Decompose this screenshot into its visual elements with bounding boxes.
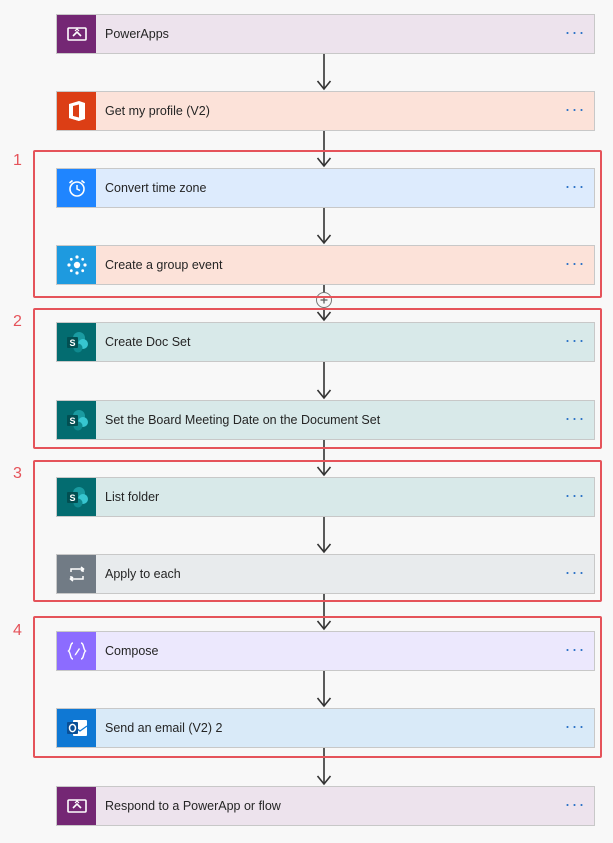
sharepoint-icon: S <box>57 323 96 361</box>
more-options-button[interactable]: ··· <box>564 639 586 659</box>
step-card-set-board-meeting-date[interactable]: S Set the Board Meeting Date on the Docu… <box>56 400 595 440</box>
connector-arrow <box>316 131 332 168</box>
step-card-list-folder[interactable]: S List folder ··· <box>56 477 595 517</box>
step-card-convert-time-zone[interactable]: Convert time zone ··· <box>56 168 595 208</box>
step-card-send-email[interactable]: Send an email (V2) 2 ··· <box>56 708 595 748</box>
more-options-button[interactable]: ··· <box>564 716 586 736</box>
step-label: List folder <box>105 490 160 504</box>
connector-arrow <box>316 748 332 786</box>
plus-icon <box>320 296 328 304</box>
group-number-3: 3 <box>13 465 22 482</box>
compose-icon <box>57 632 96 670</box>
more-options-button[interactable]: ··· <box>564 794 586 814</box>
step-label: Get my profile (V2) <box>105 104 210 118</box>
sharepoint-icon: S <box>57 401 96 439</box>
more-options-button[interactable]: ··· <box>564 485 586 505</box>
step-card-get-my-profile[interactable]: Get my profile (V2) ··· <box>56 91 595 131</box>
powerapps-icon <box>57 15 96 53</box>
step-label: Convert time zone <box>105 181 207 195</box>
step-card-create-group-event[interactable]: Create a group event ··· <box>56 245 595 285</box>
step-label: Create a group event <box>105 258 223 272</box>
svg-text:S: S <box>69 493 75 503</box>
more-options-button[interactable]: ··· <box>564 562 586 582</box>
group-number-1: 1 <box>13 152 22 169</box>
connector-arrow <box>316 594 332 631</box>
svg-text:S: S <box>69 416 75 426</box>
step-label: Send an email (V2) 2 <box>105 721 223 735</box>
step-label: Set the Board Meeting Date on the Docume… <box>105 413 381 427</box>
more-options-button[interactable]: ··· <box>564 99 586 119</box>
group-event-icon <box>57 246 96 284</box>
step-label: PowerApps <box>105 27 169 41</box>
step-card-apply-to-each[interactable]: Apply to each ··· <box>56 554 595 594</box>
svg-text:S: S <box>69 338 75 348</box>
step-label: Compose <box>105 644 159 658</box>
more-options-button[interactable]: ··· <box>564 176 586 196</box>
step-card-create-doc-set[interactable]: S Create Doc Set ··· <box>56 322 595 362</box>
step-card-respond-to-powerapp[interactable]: Respond to a PowerApp or flow ··· <box>56 786 595 826</box>
step-label: Apply to each <box>105 567 181 581</box>
step-label: Create Doc Set <box>105 335 191 349</box>
connector-arrow <box>316 440 332 477</box>
group-number-4: 4 <box>13 622 22 639</box>
insert-step-button[interactable] <box>316 292 332 308</box>
more-options-button[interactable]: ··· <box>564 408 586 428</box>
group-number-2: 2 <box>13 313 22 330</box>
connector-arrow <box>316 671 332 708</box>
outlook-icon <box>57 709 96 747</box>
connector-arrow <box>316 517 332 554</box>
loop-icon <box>57 555 96 593</box>
more-options-button[interactable]: ··· <box>564 330 586 350</box>
step-label: Respond to a PowerApp or flow <box>105 799 281 813</box>
more-options-button[interactable]: ··· <box>564 253 586 273</box>
connector-arrow <box>316 362 332 400</box>
step-card-compose[interactable]: Compose ··· <box>56 631 595 671</box>
office-icon <box>57 92 96 130</box>
alarm-clock-icon <box>57 169 96 207</box>
powerapps-icon <box>57 787 96 825</box>
connector-arrow <box>316 208 332 245</box>
sharepoint-icon: S <box>57 478 96 516</box>
connector-arrow <box>316 54 332 91</box>
more-options-button[interactable]: ··· <box>564 22 586 42</box>
step-card-powerapps[interactable]: PowerApps ··· <box>56 14 595 54</box>
